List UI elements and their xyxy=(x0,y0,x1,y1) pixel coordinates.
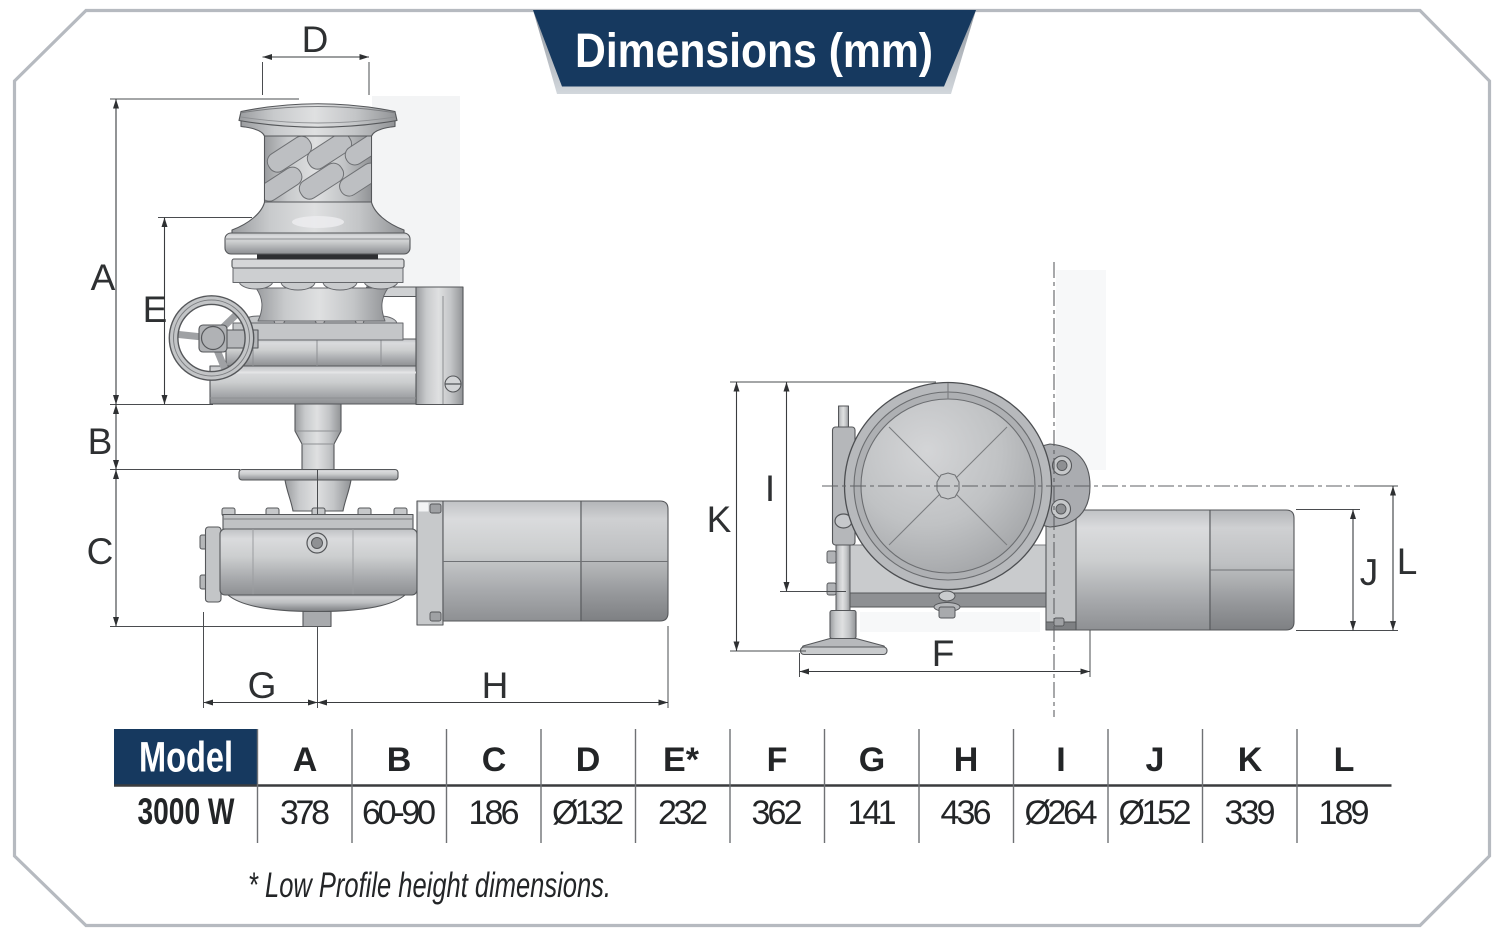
svg-text:B: B xyxy=(387,741,412,779)
svg-text:H: H xyxy=(482,665,509,706)
svg-text:Ø132: Ø132 xyxy=(552,794,624,832)
svg-text:J: J xyxy=(1146,741,1165,779)
svg-text:L: L xyxy=(1334,741,1355,779)
svg-text:189: 189 xyxy=(1319,794,1370,832)
svg-text:339: 339 xyxy=(1225,794,1276,832)
svg-text:L: L xyxy=(1397,541,1418,582)
svg-text:F: F xyxy=(767,741,788,779)
svg-text:232: 232 xyxy=(658,794,708,832)
svg-text:K: K xyxy=(1238,741,1263,779)
svg-text:Dimensions (mm): Dimensions (mm) xyxy=(575,25,933,78)
svg-text:141: 141 xyxy=(848,794,897,832)
svg-text:J: J xyxy=(1360,552,1379,593)
svg-text:186: 186 xyxy=(469,794,520,832)
svg-text:H: H xyxy=(954,741,979,779)
svg-text:F: F xyxy=(932,633,955,674)
svg-text:I: I xyxy=(765,468,775,509)
svg-text:G: G xyxy=(248,665,277,706)
svg-text:436: 436 xyxy=(941,794,992,832)
svg-text:E*: E* xyxy=(663,741,700,779)
svg-text:A: A xyxy=(293,741,318,779)
svg-text:G: G xyxy=(859,741,885,779)
svg-text:60-90: 60-90 xyxy=(362,794,436,832)
svg-text:Ø264: Ø264 xyxy=(1025,794,1098,832)
svg-text:B: B xyxy=(88,421,113,462)
svg-text:C: C xyxy=(87,531,114,572)
svg-text:A: A xyxy=(91,257,116,298)
svg-text:D: D xyxy=(302,19,329,60)
svg-text:E: E xyxy=(143,289,168,330)
svg-text:Ø152: Ø152 xyxy=(1119,794,1192,832)
svg-text:362: 362 xyxy=(752,794,803,832)
svg-text:K: K xyxy=(707,499,732,540)
svg-text:D: D xyxy=(576,741,601,779)
svg-text:378: 378 xyxy=(280,794,330,832)
svg-text:I: I xyxy=(1056,741,1065,779)
svg-text:* Low Profile height dimension: * Low Profile height dimensions. xyxy=(248,866,611,905)
svg-text:C: C xyxy=(482,741,507,779)
svg-text:Model: Model xyxy=(139,734,233,782)
svg-text:3000 W: 3000 W xyxy=(138,791,235,832)
